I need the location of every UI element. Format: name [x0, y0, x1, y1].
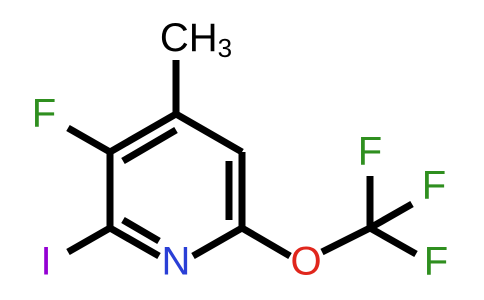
iodo-label: I	[40, 240, 51, 284]
bond-cf3-f-bottom	[368, 224, 418, 258]
oxygen-label: O	[290, 240, 321, 284]
methyl-ch-text: CH	[160, 16, 218, 60]
nitrogen-label: N	[162, 240, 191, 284]
bond-n-c2-double	[121, 216, 161, 245]
fluoro-label: F	[32, 92, 56, 136]
atom-labels: CH3 F I N O F F F	[32, 16, 448, 284]
pyridine-ring	[106, 110, 246, 260]
bond-c2-i	[66, 224, 112, 256]
bond-n-c2	[108, 224, 161, 260]
cf3-fluorine-bottom-label: F	[424, 240, 448, 284]
methyl-subscript: 3	[218, 33, 232, 63]
cf3-fluorine-right-label: F	[422, 164, 446, 208]
bond-c3-c4-double	[121, 126, 178, 165]
bond-o-cf3	[320, 224, 372, 256]
bond-c3-f	[66, 124, 112, 156]
substituent-bonds	[66, 60, 418, 260]
bond-cf3-f-right	[368, 200, 414, 232]
bond-c6-o	[240, 224, 292, 260]
bond-c4-c5	[174, 110, 244, 156]
cf3-fluorine-top-label: F	[358, 130, 382, 174]
bond-c3-c4	[108, 110, 178, 156]
bond-c6-n	[191, 224, 244, 260]
methyl-label: CH3	[160, 16, 232, 63]
